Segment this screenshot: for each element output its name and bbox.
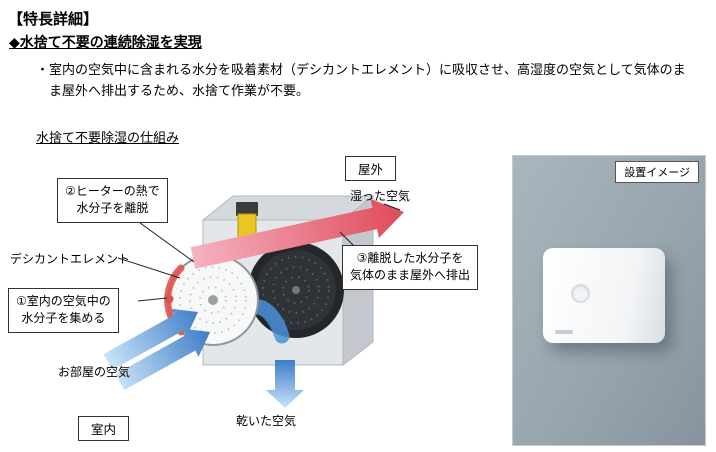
callout-heater-line2: 水分子を離脱 — [76, 201, 149, 216]
leader-lines — [117, 203, 401, 302]
callout-collect: ①室内の空気中の 水分子を集める — [8, 288, 119, 333]
unit-power-button — [571, 284, 590, 303]
callout-exhaust-line1: ③離脱した水分子を — [356, 251, 464, 265]
callout-heater: ②ヒーターの熱で 水分子を離脱 — [57, 178, 168, 223]
section-title: 【特長詳細】 — [8, 10, 99, 28]
rotor-wheel — [248, 242, 344, 338]
dehumidifier-diagram: 屋外 湿った空気 ②ヒーターの熱で 水分子を離脱 デシカントエレメント ③離脱し… — [8, 150, 508, 450]
feature-heading: ◆水捨て不要の連続除湿を実現 — [9, 35, 202, 51]
callout-exhaust: ③離脱した水分子を 気体のまま屋外へ排出 — [342, 245, 479, 290]
humid-air-arrow — [190, 198, 404, 269]
desiccant-label: デシカントエレメント — [10, 252, 131, 266]
diagram-heading: 水捨て不要除湿の仕組み — [36, 131, 180, 146]
indoor-label: 室内 — [78, 416, 130, 441]
diagram-graphics — [103, 194, 404, 408]
room-air-arrow-2 — [115, 328, 210, 390]
callout-collect-line1: ①室内の空気中の — [16, 294, 111, 308]
callout-exhaust-line2: 気体のまま屋外へ排出 — [350, 268, 471, 283]
outdoor-label: 屋外 — [345, 156, 397, 181]
dry-air-label: 乾いた空気 — [236, 414, 297, 428]
installation-photo-label: 設置イメージ — [615, 161, 699, 183]
dry-air-arrow — [266, 360, 304, 408]
unit-logo-mark — [555, 330, 573, 334]
wall-mounted-unit — [543, 248, 665, 343]
humid-air-label: 湿った空気 — [350, 189, 411, 203]
callout-heater-line1: ②ヒーターの熱で — [65, 184, 160, 198]
heat-dot — [164, 294, 174, 304]
room-air-arrow-1 — [103, 308, 198, 370]
feature-description: ・室内の空気中に含まれる水分を吸着素材（デシカントエレメント）に吸収させ、高湿度… — [36, 63, 686, 100]
installation-photo: 設置イメージ — [512, 155, 706, 446]
room-air-label: お部屋の空気 — [58, 365, 131, 379]
callout-collect-line2: 水分子を集める — [21, 311, 106, 326]
